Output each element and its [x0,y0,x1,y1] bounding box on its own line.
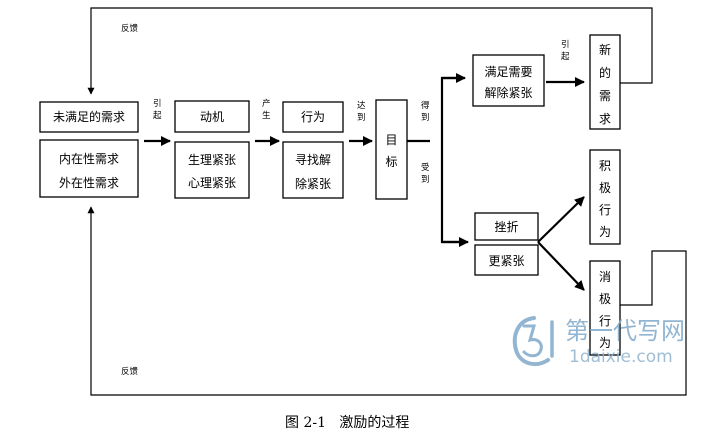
more-tension-box: 更紧张 [474,244,539,276]
unsatisfied-need-box: 未满足的需求 [39,101,139,133]
feedback-label-top: 反馈 [121,23,139,34]
motive-label: 动机 [200,110,224,124]
seek-relief-label-1: 寻找解 [295,153,331,167]
watermark-text-url: 1daixie.com [569,347,673,367]
external-need-label: 外在性需求 [59,176,119,190]
negative-behavior-char-2: 极 [599,292,611,306]
produce-label-b: 生 [262,110,271,121]
watermark-logo-icon [512,316,554,367]
satisfy-label-1: 满足需要 [484,65,532,79]
new-need-char-4: 求 [599,112,611,126]
behavior-box: 行为 [282,101,344,133]
positive-behavior-char-3: 行 [599,203,611,217]
watermark-text-cn: 第一代写网 [565,317,685,345]
negative-behavior-char-4: 为 [599,336,611,350]
negative-behavior-char-1: 消 [599,270,611,284]
figure-caption: 图 2-1 激励的过程 [285,414,409,431]
physio-tension-label: 生理紧张 [188,153,236,167]
satisfy-label-2: 解除紧张 [484,85,532,100]
positive-behavior-box: 积 极 行 为 [589,149,621,245]
obtain-label-a: 得 [421,100,430,111]
cause-label-2b: 起 [561,52,570,62]
frustration-label: 挫折 [494,219,518,234]
reach-label-a: 达 [357,100,366,111]
need-types-box: 内在性需求 外在性需求 [39,139,139,198]
arrow-frustration-to-positive [537,196,585,243]
negative-behavior-char-3: 行 [599,314,611,328]
obtain-label-b: 到 [421,113,430,123]
goal-label-2: 标 [385,155,397,169]
positive-behavior-char-4: 为 [599,225,611,239]
unsatisfied-need-label: 未满足的需求 [53,109,125,124]
seek-relief-box: 寻找解 除紧张 [282,141,344,199]
new-need-char-3: 需 [599,89,611,103]
cause-label-1b: 起 [153,111,162,121]
psych-tension-label: 心理紧张 [188,176,236,190]
reach-label-b: 到 [357,113,366,123]
behavior-label: 行为 [301,110,325,124]
positive-behavior-char-1: 积 [599,159,611,173]
seek-relief-label-2: 除紧张 [295,176,331,191]
new-need-char-1: 新 [599,42,611,57]
negative-behavior-box: 消 极 行 为 [589,260,621,356]
more-tension-label: 更紧张 [488,254,524,268]
satisfy-need-box: 满足需要 解除紧张 [472,54,545,107]
frustration-box: 挫折 [474,212,539,241]
goal-box: 目 标 [375,99,408,200]
motive-box: 动机 [174,100,250,133]
feedback-loop-top [87,7,653,95]
internal-need-label: 内在性需求 [59,152,119,166]
positive-behavior-char-2: 极 [599,181,611,195]
produce-label-a: 产 [262,98,271,109]
feedback-loop-bottom [87,206,687,396]
goal-label-1: 目 [385,133,397,147]
feedback-label-bottom: 反馈 [121,366,139,377]
cause-label-2a: 引 [561,40,570,50]
new-need-box: 新 的 需 求 [589,34,621,130]
arrow-frustration-to-negative [537,241,585,291]
cause-label-1a: 引 [153,99,162,109]
receive-label-a: 受 [421,162,430,173]
receive-label-b: 到 [421,175,430,185]
tension-box: 生理紧张 心理紧张 [174,141,250,199]
watermark: 第一代写网 1daixie.com [512,316,685,367]
goal-branch-lines [407,73,469,247]
new-need-char-2: 的 [599,65,611,80]
